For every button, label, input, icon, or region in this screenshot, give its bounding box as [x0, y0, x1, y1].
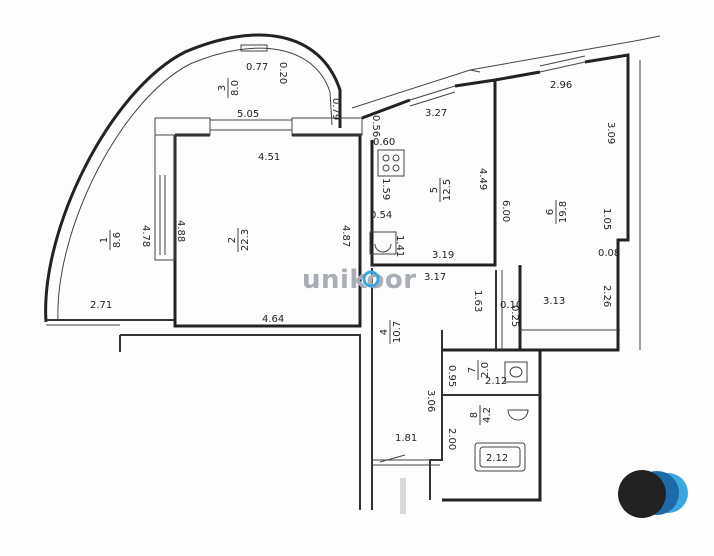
dim-0-60: 0.60	[373, 137, 395, 148]
dim-2-96: 2.96	[550, 80, 572, 91]
dim-2-00: 2.00	[446, 428, 457, 450]
room-5-label: 5 12.5	[429, 178, 453, 202]
dim-2-12a: 2.12	[485, 376, 507, 387]
dim-1-41: 1.41	[394, 235, 405, 257]
dim-0-95: 0.95	[446, 365, 457, 387]
balcony-outline	[44, 33, 342, 323]
dim-2-71: 2.71	[90, 300, 112, 311]
room-7-label: 7 2.0	[467, 360, 491, 380]
dim-6-00: 6.00	[500, 200, 511, 222]
svg-text:12.5: 12.5	[442, 179, 453, 201]
dim-0-25: 0.25	[509, 305, 520, 327]
dim-1-63: 1.63	[472, 290, 483, 312]
svg-text:3: 3	[217, 85, 228, 91]
dim-4-49: 4.49	[477, 168, 488, 190]
watermark-dot-icon	[362, 270, 380, 288]
dim-2-26: 2.26	[601, 285, 612, 307]
dim-3-06: 3.06	[425, 390, 436, 412]
svg-text:7: 7	[467, 367, 478, 373]
svg-text:6: 6	[545, 209, 556, 215]
svg-text:8: 8	[469, 412, 480, 418]
svg-text:8.6: 8.6	[112, 232, 123, 248]
svg-text:10.7: 10.7	[392, 321, 403, 343]
dim-3-09: 3.09	[605, 122, 616, 144]
room-4-label: 4 10.7	[379, 320, 403, 344]
dim-3-17: 3.17	[424, 272, 446, 283]
dim-4-88: 4.88	[175, 220, 186, 242]
dim-4-64: 4.64	[262, 314, 284, 325]
dim-0-08: 0.08	[598, 248, 620, 259]
dim-4-78: 4.78	[140, 225, 151, 247]
dim-4-87: 4.87	[340, 225, 351, 247]
room-1-label: 1 8.6	[99, 230, 123, 250]
bathroom-walls	[442, 348, 542, 502]
watermark-text: unikoor	[302, 265, 417, 295]
dim-5-05: 5.05	[237, 109, 259, 120]
dim-0-79: 0.79	[330, 98, 341, 120]
room-8-label: 8 4.2	[469, 405, 493, 425]
dim-0-20: 0.20	[277, 62, 288, 84]
svg-text:4.2: 4.2	[482, 407, 493, 423]
dim-3-27: 3.27	[425, 108, 447, 119]
dim-4-51: 4.51	[258, 152, 280, 163]
room-6-label: 6 19.8	[545, 200, 569, 224]
dim-1-81: 1.81	[395, 433, 417, 444]
svg-text:2: 2	[227, 237, 238, 243]
dim-1-05: 1.05	[601, 208, 612, 230]
dim-0-77: 0.77	[246, 62, 268, 73]
dim-3-19: 3.19	[432, 250, 454, 261]
room-3-label: 3 8.0	[217, 78, 241, 98]
svg-text:8.0: 8.0	[230, 80, 241, 96]
svg-text:4: 4	[379, 329, 390, 335]
svg-text:2.0: 2.0	[480, 362, 491, 378]
svg-text:19.8: 19.8	[558, 201, 569, 223]
svg-text:5: 5	[429, 187, 440, 193]
dim-3-13: 3.13	[543, 296, 565, 307]
svg-text:22.3: 22.3	[240, 229, 251, 251]
brand-logo-icon	[618, 470, 688, 518]
dim-2-12b: 2.12	[486, 453, 508, 464]
dim-0-54: 0.54	[370, 210, 392, 221]
dim-0-56: 0.56	[370, 115, 381, 137]
dim-0-10: 0.10	[500, 300, 522, 311]
room-2-label: 2 22.3	[227, 228, 251, 252]
dim-1-59: 1.59	[380, 178, 391, 200]
room-5-walls	[361, 78, 497, 267]
svg-text:1: 1	[99, 237, 110, 243]
